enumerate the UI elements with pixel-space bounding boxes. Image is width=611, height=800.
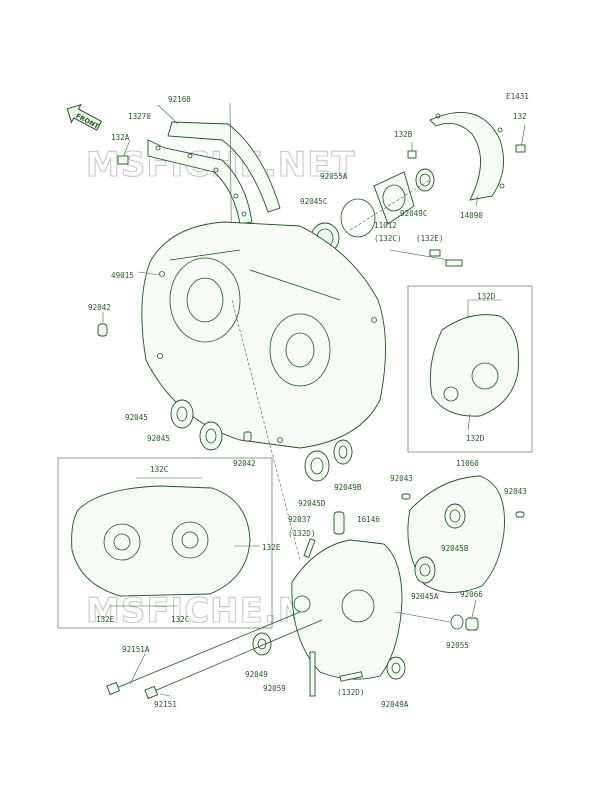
bolt-92151 (144, 619, 323, 700)
label-11060: 11060 (456, 459, 479, 468)
label-92045A: 92045A (411, 592, 439, 601)
seal-92049B (333, 439, 353, 465)
crankcase-half-16146 (291, 539, 403, 680)
detail-box-132C (57, 457, 273, 629)
bolt-132 (515, 144, 526, 153)
label-132D-low: (132D) (337, 688, 364, 697)
label-92043-a: 92043 (390, 474, 413, 483)
stud-92059 (309, 651, 316, 697)
front-arrow-icon: FRONT (66, 103, 103, 131)
label-11012: 11012 (374, 221, 397, 230)
bearing-92045A (414, 556, 436, 584)
cover-132D (429, 314, 520, 417)
seal-92049C (415, 168, 435, 192)
case-half-132C (71, 485, 251, 597)
o-ring-92055 (450, 614, 464, 630)
label-92045B: 92045B (441, 544, 469, 553)
label-92045C: 92045C (300, 197, 327, 206)
label-132C-box2: 132C (171, 615, 189, 624)
bearing-92045-a (170, 399, 194, 429)
label-132D-top: 132D (477, 292, 496, 301)
label-132C-top: (132C) (374, 234, 401, 243)
label-92043-b: 92043 (504, 487, 527, 496)
label-92049A: 92049A (381, 700, 409, 709)
pin-92037 (333, 511, 345, 535)
label-92160: 92160 (168, 95, 191, 104)
bolt-132A (117, 155, 129, 165)
label-92151: 92151 (154, 700, 177, 709)
label-92045D: 92045D (298, 499, 326, 508)
bearing-92045D (304, 450, 330, 482)
bolt-132D-mid (303, 538, 316, 559)
housing-11012 (373, 171, 415, 225)
label-92059: 92059 (263, 684, 286, 693)
label-132E-box: 132E (262, 543, 281, 552)
bolt-132B (407, 150, 417, 159)
dowel-92042 (97, 323, 108, 337)
diagram-code: E1431 (506, 92, 529, 101)
dowel-92043-a (401, 493, 411, 500)
dowel-92043-b (515, 511, 525, 518)
gasket-strip (147, 121, 281, 225)
label-92042-a: 92042 (88, 303, 111, 312)
label-92055A: 92055A (320, 172, 348, 181)
bolt-132D-low (339, 671, 363, 682)
label-132E-top: (132E) (416, 234, 443, 243)
label-132C-box: 132C (150, 465, 168, 474)
label-13270: 13270 (128, 112, 151, 121)
label-132: 132 (513, 112, 527, 121)
label-92049: 92049 (245, 670, 268, 679)
label-132E-box2: 132E (96, 615, 115, 624)
label-92066: 92066 (460, 590, 483, 599)
dowel-92042-b (243, 431, 252, 442)
label-92049C: 92049C (400, 209, 427, 218)
seal-92049A (386, 656, 406, 680)
label-92037: 92037 (288, 515, 311, 524)
label-92045-a: 92045 (125, 413, 148, 422)
label-92045-b: 92045 (147, 434, 170, 443)
crankcase-49015 (141, 221, 386, 449)
o-ring-92055A (340, 198, 376, 238)
label-132D-bot: 132D (466, 434, 485, 443)
plug-92066 (465, 617, 479, 631)
label-92055: 92055 (446, 641, 469, 650)
label-92042-b: 92042 (233, 459, 256, 468)
detail-box-132D (407, 285, 533, 453)
gasket-14090 (429, 112, 505, 201)
label-92151A: 92151A (122, 645, 150, 654)
bolt-92151A (106, 611, 301, 696)
seal-92049 (252, 632, 272, 656)
label-14090: 14090 (460, 211, 483, 220)
bearing-92045-b (199, 421, 223, 451)
label-92049B: 92049B (334, 483, 362, 492)
label-132D-mid: (132D) (288, 529, 315, 538)
label-132B: 132B (394, 130, 413, 139)
label-49015: 49015 (111, 271, 134, 280)
bearing-92045B (444, 503, 466, 529)
label-16146: 16146 (357, 515, 380, 524)
label-132A: 132A (111, 133, 130, 142)
